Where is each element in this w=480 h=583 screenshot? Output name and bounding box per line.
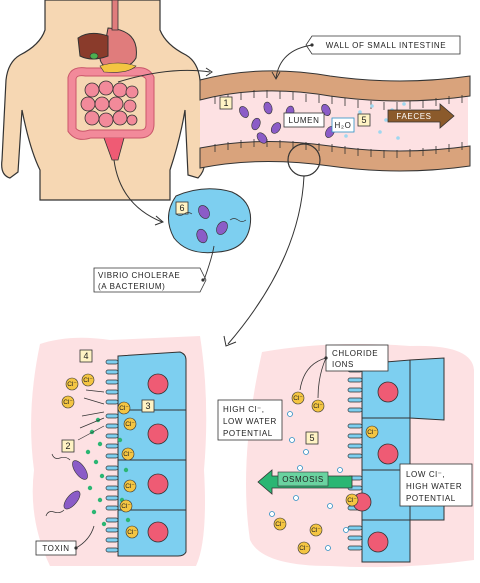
vibrio-label-box <box>93 267 207 293</box>
svg-text:Cl⁻: Cl⁻ <box>347 497 357 504</box>
svg-text:Cl⁻: Cl⁻ <box>299 545 309 552</box>
svg-text:5: 5 <box>361 115 366 125</box>
low-cl-line1: LOW Cl⁻, <box>406 470 445 479</box>
low-cl-line3: POTENTIAL <box>406 494 456 503</box>
svg-text:Cl⁻: Cl⁻ <box>121 503 131 510</box>
svg-text:4: 4 <box>83 351 88 361</box>
svg-text:Cl⁻: Cl⁻ <box>63 399 73 406</box>
left-cell-panel: 4 2 3 Cl⁻ Cl⁻ Cl⁻ Cl⁻ Cl⁻ Cl⁻ Cl⁻ Cl⁻ Cl… <box>31 336 207 566</box>
step-badge-5 <box>357 113 371 127</box>
lumen-label: LUMEN <box>288 116 319 125</box>
svg-text:Cl⁻: Cl⁻ <box>293 395 303 402</box>
svg-text:Cl⁻: Cl⁻ <box>83 377 93 384</box>
wall-pointer <box>275 44 313 79</box>
svg-text:3: 3 <box>145 401 150 411</box>
high-cl-line1: HIGH Cl⁻, <box>223 405 265 414</box>
faeces-arrow <box>387 103 455 129</box>
bacterium-blob: 6 <box>168 188 252 254</box>
vibrio-label-line1: VIBRIO CHOLERAE <box>98 271 180 280</box>
faeces-label: FAECES <box>396 112 431 121</box>
svg-text:5: 5 <box>309 433 314 443</box>
svg-text:Cl⁻: Cl⁻ <box>367 429 377 436</box>
svg-text:Cl⁻: Cl⁻ <box>119 405 129 412</box>
step-badge-1 <box>219 96 233 110</box>
svg-text:Cl⁻: Cl⁻ <box>123 451 133 458</box>
chloride-label-line2: IONS <box>332 360 354 369</box>
svg-text:Cl⁻: Cl⁻ <box>311 527 321 534</box>
high-cl-line3: POTENTIAL <box>223 429 273 438</box>
chloride-pointer <box>299 357 327 391</box>
chloride-ions-left: Cl⁻ Cl⁻ Cl⁻ Cl⁻ Cl⁻ Cl⁻ Cl⁻ Cl⁻ Cl⁻ <box>61 373 139 539</box>
svg-text:2: 2 <box>65 441 70 451</box>
svg-text:Cl⁻: Cl⁻ <box>67 381 77 388</box>
arrow-head <box>154 215 164 226</box>
svg-text:Cl⁻: Cl⁻ <box>125 483 135 490</box>
low-cl-line2: HIGH WATER <box>406 482 462 491</box>
vibrio-label-line2: (A BACTERIUM) <box>98 282 165 291</box>
toxin-pointer <box>75 525 95 549</box>
svg-text:6: 6 <box>179 203 184 213</box>
wall-label-box <box>305 35 461 55</box>
zoom-arrow <box>227 175 305 345</box>
right-cell-panel: Cl⁻ Cl⁻ Cl⁻ Cl⁻ Cl⁻ Cl⁻ Cl⁻ 5 OSMOSIS <box>246 344 474 568</box>
step-badge-5b <box>305 431 319 445</box>
intestine-section: LUMEN H₂O 1 5 FAECES <box>199 70 471 172</box>
osmosis-label: OSMOSIS <box>282 475 324 484</box>
vibrio-pointer <box>203 245 215 281</box>
svg-text:Cl⁻: Cl⁻ <box>127 529 137 536</box>
toxin-label: TOXIN <box>42 544 69 553</box>
lumen-label-box <box>283 112 325 128</box>
step-badge-3 <box>141 399 155 413</box>
step-badge-6 <box>175 201 189 215</box>
svg-text:1: 1 <box>223 98 228 108</box>
arrow-head <box>205 67 213 77</box>
wall-label: WALL OF SMALL INTESTINE <box>326 41 447 50</box>
high-cl-line2: LOW WATER <box>223 417 277 426</box>
water-label-box <box>331 117 355 133</box>
connector-arrow <box>113 159 163 223</box>
svg-text:Cl⁻: Cl⁻ <box>275 521 285 528</box>
svg-text:Cl⁻: Cl⁻ <box>125 421 135 428</box>
human-torso <box>1 0 205 201</box>
step-badge-4 <box>79 349 93 363</box>
step-badge-2 <box>61 439 75 453</box>
svg-text:Cl⁻: Cl⁻ <box>313 403 323 410</box>
high-cl-label-box <box>217 399 283 441</box>
chloride-label-line1: CHLORIDE <box>332 349 378 358</box>
low-cl-label-box <box>399 463 473 507</box>
water-label: H₂O <box>335 121 352 130</box>
chloride-ions-right: Cl⁻ Cl⁻ Cl⁻ Cl⁻ Cl⁻ Cl⁻ Cl⁻ <box>273 391 379 555</box>
connector-arrow <box>117 69 211 83</box>
